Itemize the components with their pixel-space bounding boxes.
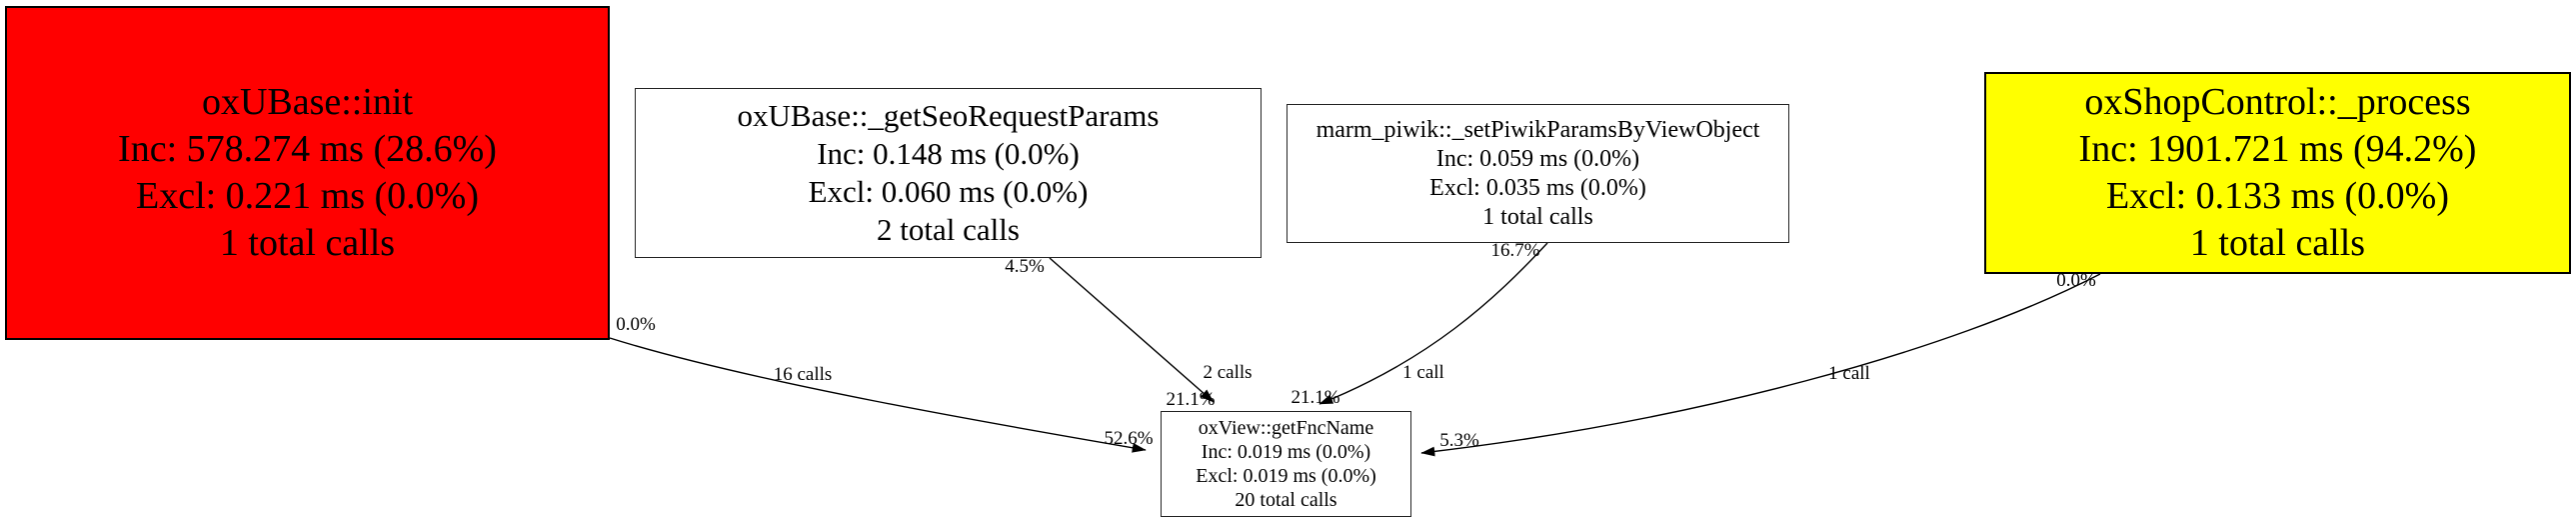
node-exclusive-time: Excl: 0.035 ms (0.0%): [1429, 174, 1646, 201]
node-exclusive-time: Excl: 0.133 ms (0.0%): [2105, 175, 2449, 217]
node-total-calls: 1 total calls: [219, 222, 396, 264]
node-exclusive-time: Excl: 0.060 ms (0.0%): [808, 174, 1089, 209]
edge-head-percent-label: 21.1%: [1166, 389, 1216, 410]
edge-tail-percent-label: 4.5%: [1005, 256, 1045, 277]
node-inclusive-time: Inc: 0.019 ms (0.0%): [1201, 441, 1371, 463]
node-title: oxUBase::init: [201, 81, 414, 123]
edge-tail-percent-label: 0.0%: [2056, 270, 2096, 291]
edge-tail-percent-label: 0.0%: [616, 314, 656, 335]
edge-getseorequestparams-to-getfncname: [1049, 257, 1215, 403]
edge-tail-percent-label: 16.7%: [1490, 240, 1540, 261]
node-title: oxView::getFncName: [1198, 417, 1374, 439]
edge-head-percent-label: 21.1%: [1290, 387, 1340, 408]
node-inclusive-time: Inc: 1901.721 ms (94.2%): [2078, 128, 2477, 170]
edge-setpiwikparams-to-getfncname: [1318, 242, 1548, 405]
node-oxshopcontrol-process: oxShopControl::_process Inc: 1901.721 ms…: [1984, 72, 2571, 274]
node-title: oxShopControl::_process: [2084, 81, 2471, 123]
edge-call-count-label: 16 calls: [773, 364, 833, 385]
edge-call-count-label: 2 calls: [1203, 362, 1253, 383]
edge-call-count-label: 1 call: [1402, 362, 1444, 383]
node-total-calls: 1 total calls: [2189, 222, 2366, 264]
node-total-calls: 20 total calls: [1235, 489, 1337, 511]
node-total-calls: 1 total calls: [1482, 203, 1593, 230]
node-inclusive-time: Inc: 578.274 ms (28.6%): [118, 128, 497, 170]
node-exclusive-time: Excl: 0.221 ms (0.0%): [135, 175, 479, 217]
edge-call-count-label: 1 call: [1828, 363, 1870, 384]
node-title: marm_piwik::_setPiwikParamsByViewObject: [1315, 116, 1760, 143]
node-total-calls: 2 total calls: [877, 212, 1020, 247]
node-oxubase-init: oxUBase::init Inc: 578.274 ms (28.6%) Ex…: [5, 6, 610, 340]
node-exclusive-time: Excl: 0.019 ms (0.0%): [1196, 465, 1376, 487]
edge-head-percent-label: 5.3%: [1439, 430, 1479, 451]
node-inclusive-time: Inc: 0.059 ms (0.0%): [1435, 145, 1640, 172]
node-inclusive-time: Inc: 0.148 ms (0.0%): [817, 136, 1080, 171]
edge-process-to-getfncname: [1420, 273, 2101, 457]
edge-oxubase-init-to-getfncname: [609, 337, 1147, 453]
node-marm-piwik-setpiwikparamsbyviewobject: marm_piwik::_setPiwikParamsByViewObject …: [1287, 104, 1789, 243]
edge-head-percent-label: 52.6%: [1104, 428, 1154, 449]
node-title: oxUBase::_getSeoRequestParams: [737, 98, 1160, 133]
node-oxubase-getseorequestparams: oxUBase::_getSeoRequestParams Inc: 0.148…: [635, 88, 1262, 258]
node-oxview-getfncname: oxView::getFncName Inc: 0.019 ms (0.0%) …: [1161, 411, 1411, 517]
